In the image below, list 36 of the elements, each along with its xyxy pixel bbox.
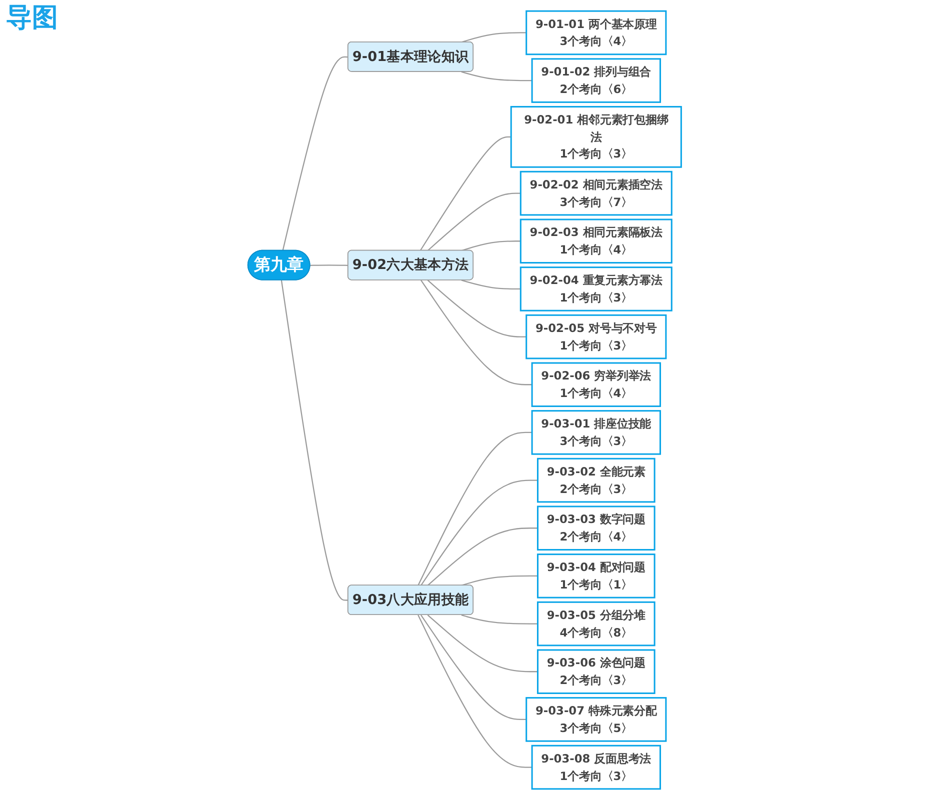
connector: [310, 264, 348, 266]
connector: [420, 480, 538, 586]
connector: [427, 280, 526, 338]
connector: [282, 56, 348, 251]
connector: [427, 614, 538, 672]
title: 导图: [6, 2, 58, 35]
connector: [461, 280, 521, 290]
node-box: 9-01-02 排列与组合 2个考向〈6〉: [531, 58, 661, 103]
node-box: 9-02-02 相间元素插空法 3个考向〈7〉: [520, 170, 672, 216]
connector: [461, 32, 526, 43]
node-box: 9-02-03 相同元素隔板法 1个考向〈4〉: [520, 218, 672, 264]
connector: [420, 136, 512, 251]
node-box: 9-03-02 全能元素 2个考向〈3〉: [536, 458, 656, 503]
node-box: 9-03-07 特殊元素分配 3个考向〈5〉: [526, 697, 667, 742]
connector: [420, 614, 526, 720]
node-box: 9-02-06 穷举列举法 1个考向〈4〉: [531, 362, 661, 408]
connector: [418, 432, 532, 586]
node-box: 9-03-01 排座位技能 3个考向〈3〉: [531, 410, 661, 455]
connector: [280, 280, 348, 601]
node-box: 9-03-06 涂色问题 2个考向〈3〉: [536, 649, 656, 694]
connector: [461, 240, 521, 252]
node-box: 9-02-04 重复元素方幂法 1个考向〈3〉: [520, 266, 672, 312]
connector: [420, 280, 532, 386]
connector: [427, 192, 521, 252]
connector: [418, 614, 532, 768]
connector: [461, 71, 532, 82]
connector: [461, 575, 538, 586]
node-box: 9-03-05 分组分堆 4个考向〈8〉: [536, 601, 656, 646]
connector: [427, 528, 538, 586]
node-box: 9-02-05 对号与不对号 1个考向〈3〉: [526, 314, 667, 360]
node-box: 9-02-01 相邻元素打包捆绑法 1个考向〈3〉: [510, 106, 682, 168]
connector: [461, 614, 538, 624]
node-box: 9-03-08 反面思考法 1个考向〈3〉: [531, 744, 661, 790]
node-box: 9-01-01 两个基本原理 3个考向〈4〉: [526, 10, 667, 56]
node-box: 9-03-04 配对问题 1个考向〈1〉: [536, 554, 656, 598]
node-box: 9-03-03 数字问题 2个考向〈4〉: [536, 506, 656, 551]
